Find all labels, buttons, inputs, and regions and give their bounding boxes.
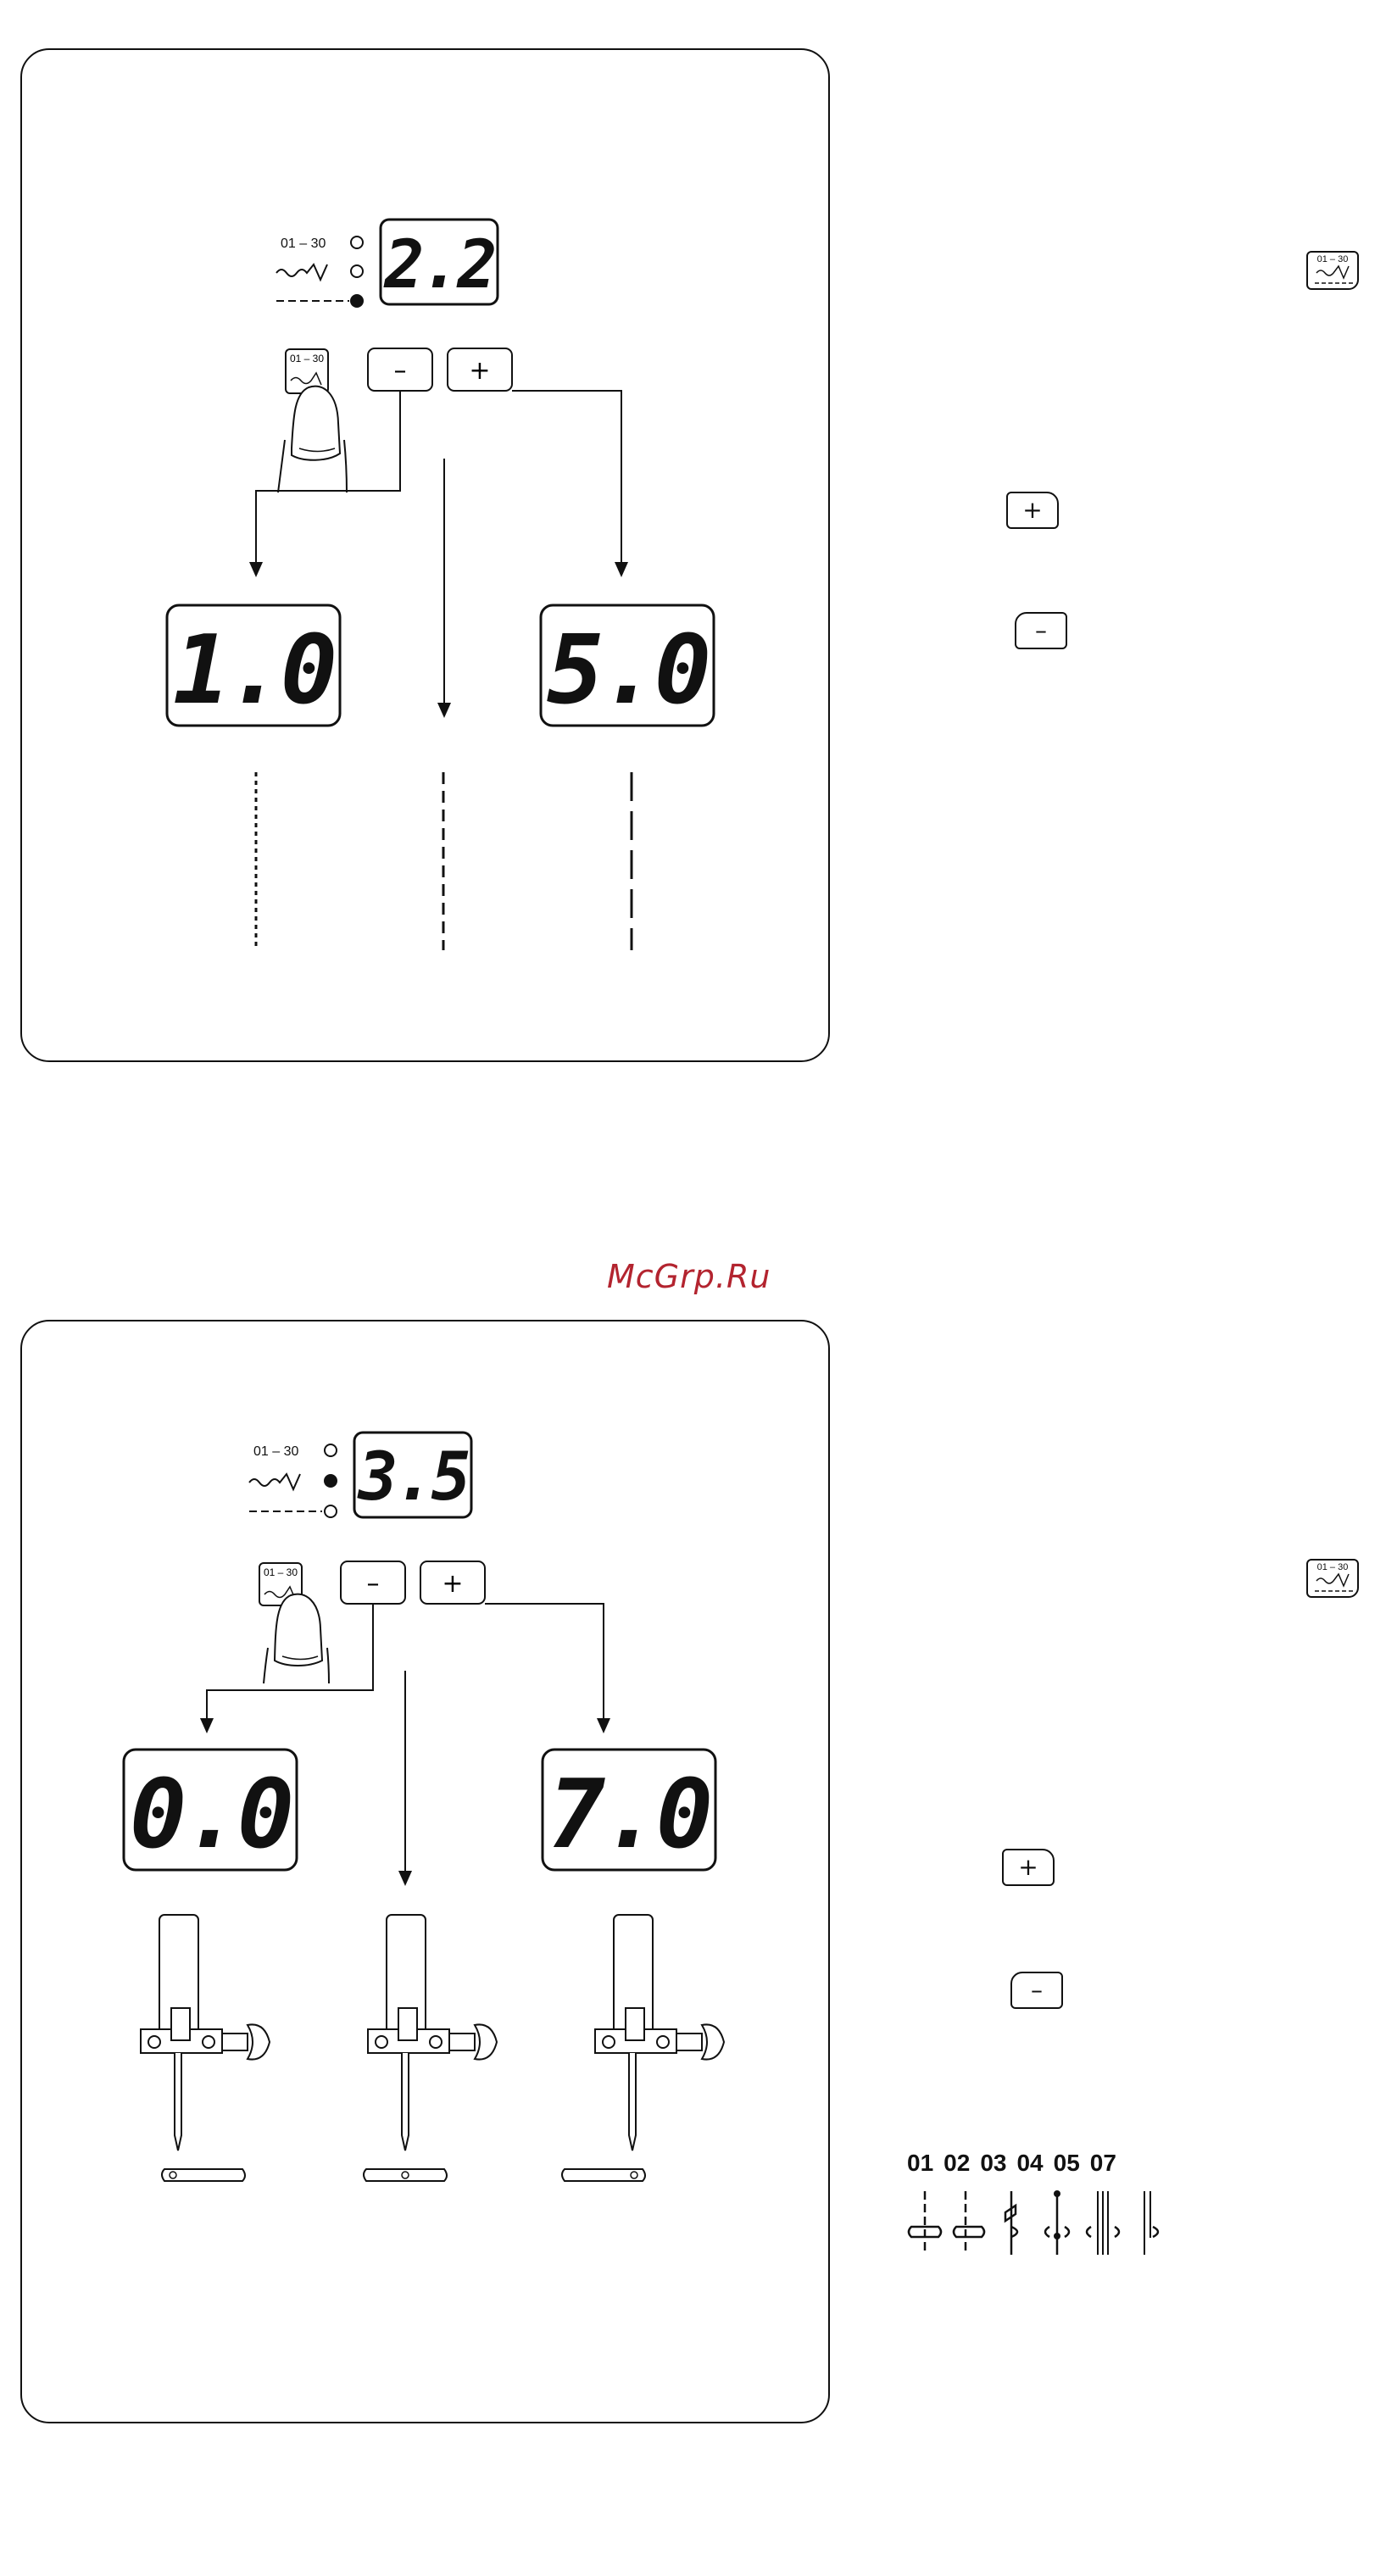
stitch-number: 01: [907, 2150, 933, 2177]
arrowhead-minus-2: [200, 1718, 214, 1733]
minus-key-label: –: [394, 356, 407, 386]
plus-key-label-2: +: [442, 1569, 463, 1599]
pattern-range-label-2: 01 – 30: [253, 1444, 298, 1459]
stitch-number: 05: [1054, 2150, 1080, 2177]
minus-key-label-2: –: [367, 1569, 380, 1599]
stitch-length-panel: 01 – 30 2.2 01 – 30 – + 1.0 5.0: [20, 48, 830, 1062]
arrowhead-plus: [615, 562, 628, 577]
needle-center-icon: [364, 1915, 497, 2181]
stitch-number-list: 01 02 03 04 05 07: [907, 2150, 1116, 2177]
lcd-value-current: 2.2: [383, 227, 495, 303]
stitch-number: 04: [1016, 2150, 1043, 2177]
stitch-selector-icon: 01 – 30: [1306, 251, 1359, 290]
stitch-number: 07: [1090, 2150, 1116, 2177]
needle-left-icon: [141, 1915, 270, 2181]
arrow-plus-2: [485, 1604, 604, 1718]
stitch-symbol-07-icon: [1144, 2191, 1158, 2255]
indicator-lamp-pattern-2: [325, 1444, 337, 1456]
side-plus-key-1[interactable]: +: [1006, 492, 1059, 529]
stitch-symbol-02-icon: [954, 2191, 984, 2255]
watermark: McGrp.Ru: [607, 1258, 771, 1295]
stitch-selector-icon-2: 01 – 30: [1306, 1559, 1359, 1598]
lcd-value-max: 5.0: [547, 615, 708, 726]
arrow-plus: [512, 391, 621, 563]
lcd-value-min-2: 0.0: [130, 1760, 291, 1870]
indicator-lamp-length-2: [325, 1505, 337, 1517]
plus-key-label: +: [469, 356, 490, 386]
side-minus-key-2[interactable]: –: [1010, 1972, 1063, 2009]
arrowhead-minus: [249, 562, 263, 577]
stitch-length-diagram: 01 – 30 2.2 01 – 30 – + 1.0 5.0: [22, 50, 832, 1064]
indicator-lamp-width-2: [324, 1474, 337, 1488]
side-plus-key-2[interactable]: +: [1002, 1849, 1055, 1886]
stitch-symbol-04-icon: [1045, 2190, 1069, 2255]
stitch-selector-zigzag-icon: [1308, 253, 1361, 292]
indicator-lamp-length: [350, 294, 364, 308]
lcd-value-max-2: 7.0: [548, 1760, 710, 1870]
lcd-value-min: 1.0: [173, 615, 334, 726]
finger-icon-2: [275, 1594, 322, 1666]
stitch-number: 02: [943, 2150, 970, 2177]
needle-right-icon: [562, 1915, 724, 2181]
stitch-symbol-03-icon: [1005, 2191, 1017, 2255]
arrowhead-default-2: [398, 1871, 412, 1886]
stitch-key-label: 01 – 30: [290, 353, 324, 364]
indicator-lamp-width: [351, 265, 363, 277]
stitch-number: 03: [980, 2150, 1006, 2177]
zigzag-icon: [276, 264, 327, 280]
stitch-symbol-05-icon: [1087, 2191, 1119, 2255]
needle-position-diagram: 01 – 30 3.5 01 – 30 – + 0.0 7.0: [22, 1321, 832, 2425]
needle-position-panel: 01 – 30 3.5 01 – 30 – + 0.0 7.0: [20, 1320, 830, 2423]
lcd-value-current-2: 3.5: [357, 1439, 469, 1516]
stitch-key-label-2: 01 – 30: [264, 1566, 298, 1578]
arrowhead-plus-2: [597, 1718, 610, 1733]
indicator-lamp-pattern: [351, 236, 363, 248]
arrowhead-default: [437, 703, 451, 718]
stitch-selector-zigzag-icon-2: [1308, 1561, 1361, 1600]
side-minus-key-1[interactable]: –: [1015, 612, 1067, 649]
zigzag-icon-2: [249, 1474, 300, 1489]
stitch-symbol-01-icon: [909, 2191, 941, 2255]
pattern-range-label: 01 – 30: [281, 236, 326, 251]
